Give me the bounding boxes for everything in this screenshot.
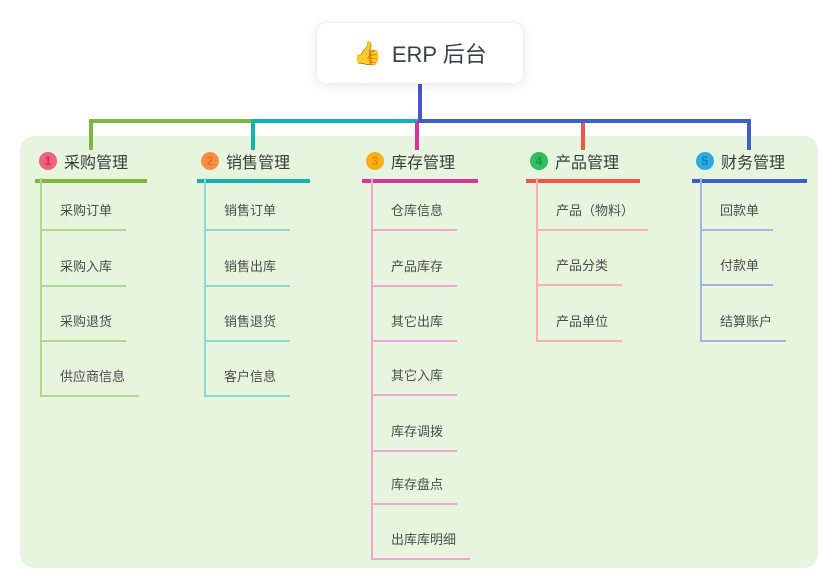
branch-label-4: 产品管理: [555, 155, 620, 172]
item-node[interactable]: 回款单: [700, 201, 774, 231]
item-node[interactable]: 销售订单: [204, 201, 291, 231]
item-node[interactable]: 销售出库: [204, 257, 291, 287]
branches-panel: [20, 136, 818, 568]
branch-title-4[interactable]: 4 产品管理: [526, 149, 640, 183]
branch-trunk-5: [700, 178, 702, 342]
branch-label-1: 采购管理: [64, 155, 129, 172]
root-node-label: ERP 后台: [391, 42, 487, 67]
item-node[interactable]: 供应商信息: [40, 367, 140, 397]
item-node[interactable]: 产品单位: [536, 312, 623, 342]
branch-title-3[interactable]: 3 库存管理: [362, 149, 478, 183]
item-node[interactable]: 采购退货: [40, 312, 127, 342]
branch-badge-1: 1: [39, 152, 57, 170]
branch-badge-4: 4: [530, 152, 548, 170]
branch-label-5: 财务管理: [721, 155, 786, 172]
branch-trunk-2: [204, 178, 206, 397]
item-node[interactable]: 其它入库: [371, 366, 458, 396]
item-node[interactable]: 产品分类: [536, 256, 623, 286]
thumbs-up-icon: 👍: [353, 39, 382, 66]
item-node[interactable]: 结算账户: [700, 312, 787, 342]
item-node[interactable]: 产品（物料）: [536, 201, 649, 231]
item-node[interactable]: 销售退货: [204, 312, 291, 342]
item-node[interactable]: 付款单: [700, 256, 774, 286]
item-node[interactable]: 出库库明细: [371, 530, 471, 560]
item-node[interactable]: 库存调拨: [371, 422, 458, 452]
branch-badge-3: 3: [366, 152, 384, 170]
item-node[interactable]: 仓库信息: [371, 201, 458, 231]
item-node[interactable]: 客户信息: [204, 367, 291, 397]
branch-badge-2: 2: [201, 152, 219, 170]
branch-title-1[interactable]: 1 采购管理: [35, 149, 147, 183]
item-node[interactable]: 采购订单: [40, 201, 127, 231]
item-node[interactable]: 库存盘点: [371, 475, 458, 505]
branch-trunk-3: [371, 178, 373, 560]
branch-trunk-1: [40, 178, 42, 397]
item-node[interactable]: 采购入库: [40, 257, 127, 287]
branch-label-3: 库存管理: [391, 155, 456, 172]
branch-title-2[interactable]: 2 销售管理: [197, 149, 310, 183]
item-node[interactable]: 其它出库: [371, 312, 458, 342]
item-node[interactable]: 产品库存: [371, 257, 458, 287]
branch-label-2: 销售管理: [226, 155, 291, 172]
branch-trunk-4: [536, 178, 538, 342]
branch-title-5[interactable]: 5 财务管理: [692, 149, 807, 183]
root-node[interactable]: 👍 ERP 后台: [316, 22, 524, 84]
branch-badge-5: 5: [696, 152, 714, 170]
